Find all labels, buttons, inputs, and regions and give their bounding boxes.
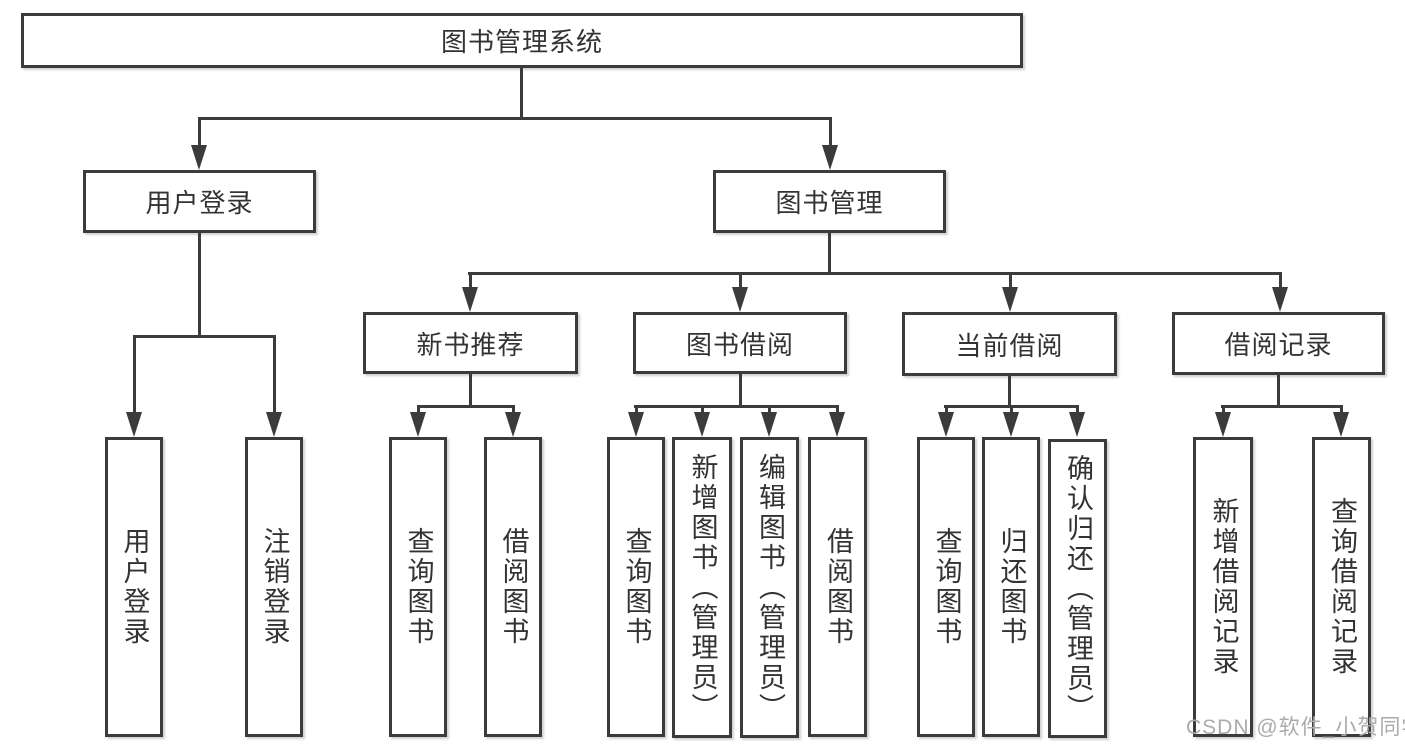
connector-root-stem: [520, 68, 523, 118]
node-bb-borrow-label: 借阅图书: [823, 527, 853, 647]
node-new-book-rec-label: 新书推荐: [416, 329, 525, 360]
connector-to-bb-add: [701, 405, 704, 414]
connector-book-mgmt-stem: [828, 233, 831, 275]
connector-book-borrow-stem: [739, 373, 742, 407]
arrowhead-down-icon: [410, 412, 426, 437]
arrowhead-down-icon: [1069, 412, 1085, 437]
node-user-login-leaf: 用户登录: [105, 437, 163, 737]
arrowhead-down-icon: [1003, 412, 1019, 437]
node-bb-add: 新增图书（管理员）: [672, 437, 732, 738]
node-cb-query: 查询图书: [917, 437, 975, 737]
connector-new-book-rec-branch: [417, 405, 515, 408]
node-cb-confirm-label: 确认归还（管理员）: [1063, 453, 1093, 724]
connector-to-br-query: [1340, 405, 1343, 414]
connector-to-nb-query: [417, 405, 420, 414]
arrowhead-down-icon: [732, 287, 748, 312]
arrowhead-down-icon: [266, 412, 282, 437]
connector-to-book-mgmt: [829, 117, 832, 146]
node-current-borrow: 当前借阅: [902, 312, 1117, 376]
node-book-borrow: 图书借阅: [633, 312, 847, 374]
node-borrow-records-label: 借阅记录: [1224, 330, 1333, 360]
node-nb-query-label: 查询图书: [403, 527, 434, 647]
arrowhead-down-icon: [822, 145, 838, 170]
node-br-query-label: 查询借阅记录: [1327, 497, 1357, 677]
node-cb-query-label: 查询图书: [931, 527, 962, 647]
arrowhead-down-icon: [1002, 287, 1018, 312]
connector-user-login-branch: [133, 335, 276, 338]
node-new-book-rec: 新书推荐: [363, 312, 578, 374]
connector-to-new-book-rec: [469, 272, 472, 289]
connector-borrow-records-stem: [1277, 375, 1280, 407]
node-logout: 注销登录: [245, 437, 303, 737]
connector-current-borrow-stem: [1008, 375, 1011, 407]
connector-to-current-borrow: [1009, 272, 1012, 289]
node-br-add-label: 新增借阅记录: [1208, 497, 1239, 677]
arrowhead-down-icon: [1215, 412, 1231, 437]
node-nb-query: 查询图书: [389, 437, 447, 737]
arrowhead-down-icon: [126, 412, 142, 437]
arrowhead-down-icon: [1272, 287, 1288, 312]
connector-to-bb-edit: [768, 405, 771, 414]
connector-to-cb-query: [945, 405, 948, 414]
arrowhead-down-icon: [829, 412, 845, 437]
arrowhead-down-icon: [938, 412, 954, 437]
node-bb-edit-label: 编辑图书（管理员）: [755, 452, 785, 723]
arrowhead-down-icon: [462, 287, 478, 312]
arrowhead-down-icon: [761, 412, 777, 437]
node-book-borrow-label: 图书借阅: [685, 329, 794, 360]
node-book-mgmt: 图书管理: [713, 170, 946, 233]
node-br-add: 新增借阅记录: [1193, 437, 1253, 737]
node-root-label: 图书管理系统: [440, 27, 603, 57]
node-bb-edit: 编辑图书（管理员）: [740, 437, 799, 738]
connector-to-book-borrow: [739, 272, 742, 289]
node-nb-borrow: 借阅图书: [484, 437, 542, 737]
node-bb-query-label: 查询图书: [621, 527, 652, 647]
connector-to-user-login-leaf: [133, 335, 136, 413]
arrowhead-down-icon: [1333, 412, 1349, 437]
node-nb-borrow-label: 借阅图书: [498, 527, 529, 647]
connector-user-login-stem: [198, 233, 201, 336]
connector-book-mgmt-branch: [468, 272, 1282, 275]
node-user-login: 用户登录: [83, 170, 316, 233]
connector-book-borrow-branch: [634, 405, 839, 408]
connector-root-branch: [198, 117, 832, 120]
connector-to-nb-borrow: [512, 405, 515, 414]
node-user-login-leaf-label: 用户登录: [119, 527, 150, 647]
connector-borrow-records-branch: [1221, 405, 1343, 408]
node-br-query: 查询借阅记录: [1312, 437, 1371, 737]
watermark: CSDN @软件_小贺同学: [1186, 716, 1405, 739]
arrowhead-down-icon: [694, 412, 710, 437]
node-user-login-label: 用户登录: [145, 188, 254, 218]
connector-to-bb-borrow: [836, 405, 839, 414]
connector-to-br-add: [1222, 405, 1225, 414]
connector-to-cb-confirm: [1076, 405, 1079, 414]
node-cb-return: 归还图书: [982, 437, 1040, 737]
node-root: 图书管理系统: [21, 13, 1023, 68]
connector-to-borrow-records: [1279, 272, 1282, 289]
node-bb-add-label: 新增图书（管理员）: [687, 452, 718, 723]
node-book-mgmt-label: 图书管理: [775, 188, 884, 218]
arrowhead-down-icon: [628, 412, 644, 437]
node-cb-confirm: 确认归还（管理员）: [1048, 439, 1107, 738]
connector-new-book-rec-stem: [469, 373, 472, 407]
node-bb-query: 查询图书: [607, 437, 665, 737]
connector-to-cb-return: [1010, 405, 1013, 414]
arrowhead-down-icon: [191, 145, 207, 170]
node-current-borrow-label: 当前借阅: [955, 330, 1064, 361]
node-logout-label: 注销登录: [259, 527, 290, 647]
node-bb-borrow: 借阅图书: [808, 437, 867, 737]
node-borrow-records: 借阅记录: [1172, 312, 1385, 375]
node-cb-return-label: 归还图书: [996, 527, 1027, 647]
connector-to-bb-query: [635, 405, 638, 414]
connector-to-logout: [273, 335, 276, 413]
arrowhead-down-icon: [505, 412, 521, 437]
connector-to-user-login: [198, 117, 201, 146]
